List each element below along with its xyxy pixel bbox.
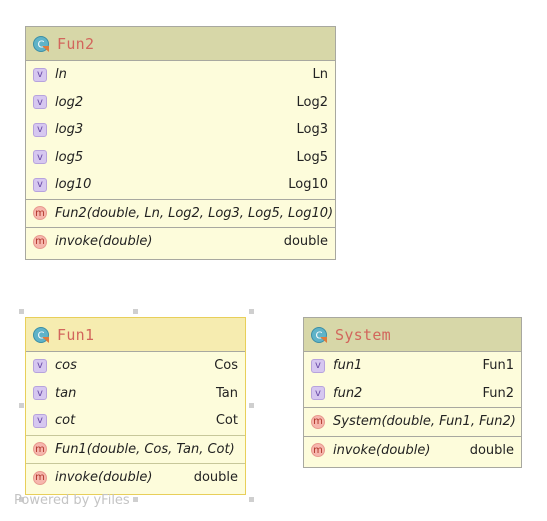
field-row[interactable]: v cos Cos: [26, 352, 245, 380]
class-node-system[interactable]: C System v fun1 Fun1 v fun2 Fun2 m Syste…: [303, 317, 522, 468]
resize-handle[interactable]: [249, 497, 254, 502]
class-node-fun1[interactable]: C Fun1 v cos Cos v tan Tan v cot Cot m F…: [25, 317, 246, 495]
field-name: log10: [55, 177, 92, 193]
class-icon: C: [311, 326, 327, 343]
resize-handle[interactable]: [133, 309, 138, 314]
svg-text:C: C: [316, 330, 323, 341]
class-title: Fun2: [57, 34, 95, 53]
constructor-signature: Fun2(double, Ln, Log2, Log3, Log5, Log10…: [55, 205, 334, 221]
field-type: Cos: [214, 358, 238, 374]
svg-text:C: C: [38, 330, 45, 341]
method-return-type: double: [283, 234, 328, 250]
field-row[interactable]: v fun1 Fun1: [304, 352, 521, 380]
field-type: Log3: [296, 122, 329, 138]
method-badge: m: [33, 206, 47, 221]
field-badge: v: [33, 177, 47, 192]
class-icon: C: [33, 35, 49, 52]
constructor-row[interactable]: m System(double, Fun1, Fun2): [304, 408, 521, 436]
field-name: fun1: [333, 358, 363, 374]
field-badge: v: [33, 413, 47, 428]
class-title: System: [335, 325, 391, 344]
field-row[interactable]: v cot Cot: [26, 407, 245, 435]
method-return-type: double: [469, 442, 514, 458]
field-badge: v: [311, 358, 325, 373]
field-row[interactable]: v fun2 Fun2: [304, 380, 521, 408]
watermark: Powered by yFiles: [14, 493, 130, 508]
field-name: cot: [55, 413, 76, 429]
resize-handle[interactable]: [19, 497, 24, 502]
method-badge: m: [33, 234, 47, 249]
method-badge: m: [311, 414, 325, 429]
class-header: C Fun1: [26, 318, 245, 352]
field-name: fun2: [333, 385, 363, 401]
field-row[interactable]: v log5 Log5: [26, 144, 335, 172]
resize-handle[interactable]: [249, 309, 254, 314]
field-type: Log2: [296, 94, 329, 110]
method-name: invoke(double): [333, 442, 431, 458]
class-title: Fun1: [57, 325, 95, 344]
method-row[interactable]: m invoke(double) double: [26, 228, 335, 256]
constructor-row[interactable]: m Fun1(double, Cos, Tan, Cot): [26, 436, 245, 464]
constructor-row[interactable]: m Fun2(double, Ln, Log2, Log3, Log5, Log…: [26, 200, 335, 228]
svg-text:C: C: [38, 39, 45, 50]
field-name: log3: [55, 122, 84, 138]
resize-handle[interactable]: [19, 309, 24, 314]
resize-handle[interactable]: [249, 403, 254, 408]
field-name: log2: [55, 94, 84, 110]
method-badge: m: [33, 470, 47, 485]
field-type: Ln: [312, 67, 328, 83]
class-icon: C: [33, 326, 49, 343]
field-type: Fun1: [482, 358, 514, 374]
method-badge: m: [33, 442, 47, 457]
field-badge: v: [33, 150, 47, 165]
constructor-signature: System(double, Fun1, Fun2): [333, 414, 516, 430]
resize-handle[interactable]: [133, 497, 138, 502]
field-badge: v: [33, 358, 47, 373]
resize-handle[interactable]: [19, 403, 24, 408]
field-name: cos: [55, 358, 77, 374]
field-name: log5: [55, 149, 84, 165]
method-name: invoke(double): [55, 234, 153, 250]
field-row[interactable]: v log10 Log10: [26, 171, 335, 199]
field-type: Log10: [288, 177, 328, 193]
field-name: tan: [55, 385, 77, 401]
field-type: Cot: [215, 413, 238, 429]
field-row[interactable]: v log2 Log2: [26, 89, 335, 117]
method-badge: m: [311, 443, 325, 458]
constructor-signature: Fun1(double, Cos, Tan, Cot): [55, 441, 235, 457]
method-name: invoke(double): [55, 470, 153, 486]
method-row[interactable]: m invoke(double) double: [26, 464, 245, 492]
field-row[interactable]: v tan Tan: [26, 380, 245, 408]
field-badge: v: [33, 67, 47, 82]
field-badge: v: [33, 122, 47, 137]
field-badge: v: [311, 386, 325, 401]
field-badge: v: [33, 95, 47, 110]
field-name: ln: [55, 67, 67, 83]
class-header: C Fun2: [26, 27, 335, 61]
class-node-fun2[interactable]: C Fun2 v ln Ln v log2 Log2 v log3 Log3 v…: [25, 26, 336, 260]
field-type: Tan: [216, 385, 238, 401]
field-badge: v: [33, 386, 47, 401]
field-row[interactable]: v ln Ln: [26, 61, 335, 89]
method-return-type: double: [193, 470, 238, 486]
field-type: Fun2: [482, 385, 514, 401]
method-row[interactable]: m invoke(double) double: [304, 437, 521, 465]
field-type: Log5: [296, 149, 329, 165]
class-header: C System: [304, 318, 521, 352]
field-row[interactable]: v log3 Log3: [26, 116, 335, 144]
